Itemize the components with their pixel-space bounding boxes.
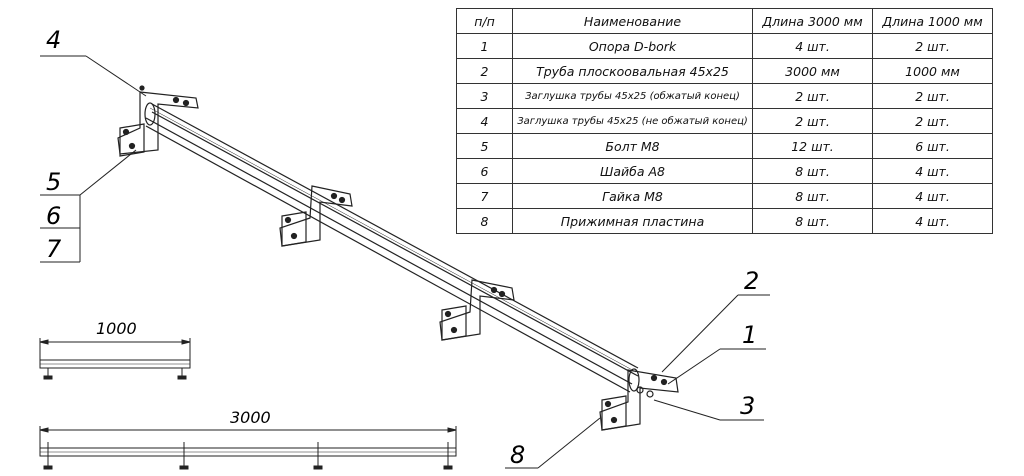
row-name: Гайка М8 [512, 183, 753, 209]
row-qty-3000: 3000 мм [752, 58, 873, 84]
row-qty-1000: 4 шт. [872, 183, 993, 209]
callout-8: 8 [510, 441, 525, 469]
row-qty-3000: 8 шт. [752, 208, 873, 234]
table-row: 8 Прижимная пластина 8 шт. 4 шт. [456, 208, 993, 234]
row-qty-1000: 2 шт. [872, 83, 993, 109]
row-number: 7 [456, 183, 513, 209]
header-length-3000: Длина 3000 мм [752, 8, 873, 34]
row-qty-1000: 4 шт. [872, 208, 993, 234]
dimension-1000: 1000 [96, 319, 137, 338]
header-length-1000: Длина 1000 мм [872, 8, 993, 34]
callout-1: 1 [742, 321, 757, 349]
support-bracket [279, 185, 353, 247]
leader-lines [40, 55, 770, 469]
table-row: 2 Труба плоскоовальная 45х25 3000 мм 100… [456, 58, 993, 84]
pipe [144, 102, 640, 393]
callout-3: 3 [740, 392, 755, 420]
row-number: 1 [456, 33, 513, 59]
row-name: Шайба А8 [512, 158, 753, 184]
support-bracket [117, 85, 199, 157]
row-qty-3000: 12 шт. [752, 133, 873, 159]
side-view-3000 [39, 426, 457, 470]
table-row: 7 Гайка М8 8 шт. 4 шт. [456, 183, 993, 209]
row-qty-3000: 8 шт. [752, 158, 873, 184]
row-number: 3 [456, 83, 513, 109]
callout-5: 5 [46, 168, 61, 196]
row-name: Заглушка трубы 45х25 (не обжатый конец) [512, 108, 753, 134]
row-name: Труба плоскоовальная 45х25 [512, 58, 753, 84]
rail-assembly [117, 85, 679, 431]
side-view-1000 [39, 338, 191, 380]
row-name: Заглушка трубы 45х25 (обжатый конец) [512, 83, 753, 109]
row-name: Прижимная пластина [512, 208, 753, 234]
row-qty-3000: 4 шт. [752, 33, 873, 59]
row-qty-1000: 4 шт. [872, 158, 993, 184]
row-name: Опора D-bork [512, 33, 753, 59]
support-bracket [599, 369, 679, 431]
row-qty-3000: 8 шт. [752, 183, 873, 209]
table-row: 1 Опора D-bork 4 шт. 2 шт. [456, 33, 993, 59]
table-row: 3 Заглушка трубы 45х25 (обжатый конец) 2… [456, 83, 993, 109]
table-header-row: п/п Наименование Длина 3000 мм Длина 100… [456, 8, 993, 34]
row-number: 4 [456, 108, 513, 134]
table-row: 4 Заглушка трубы 45х25 (не обжатый конец… [456, 108, 993, 134]
table-row: 5 Болт М8 12 шт. 6 шт. [456, 133, 993, 159]
callout-4: 4 [46, 26, 61, 54]
callout-6: 6 [46, 202, 61, 230]
row-name: Болт М8 [512, 133, 753, 159]
row-number: 8 [456, 208, 513, 234]
specification-table: п/п Наименование Длина 3000 мм Длина 100… [456, 8, 993, 234]
row-number: 5 [456, 133, 513, 159]
callout-2: 2 [744, 267, 759, 295]
row-qty-1000: 2 шт. [872, 108, 993, 134]
row-qty-1000: 6 шт. [872, 133, 993, 159]
row-number: 6 [456, 158, 513, 184]
dimension-3000: 3000 [230, 408, 271, 427]
callout-7: 7 [46, 235, 62, 263]
row-number: 2 [456, 58, 513, 84]
table-row: 6 Шайба А8 8 шт. 4 шт. [456, 158, 993, 184]
row-qty-1000: 1000 мм [872, 58, 993, 84]
header-number: п/п [456, 8, 513, 34]
row-qty-1000: 2 шт. [872, 33, 993, 59]
support-bracket [439, 279, 515, 341]
row-qty-3000: 2 шт. [752, 83, 873, 109]
header-name: Наименование [512, 8, 753, 34]
row-qty-3000: 2 шт. [752, 108, 873, 134]
